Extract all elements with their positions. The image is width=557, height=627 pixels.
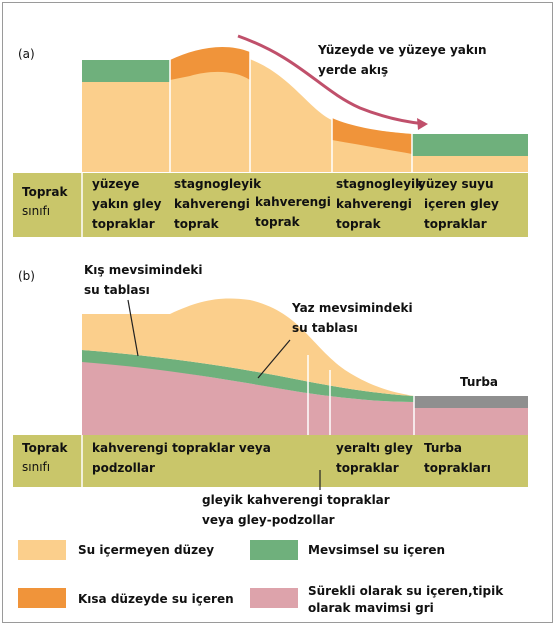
legend-permanent-line2: olarak mavimsi gri [308, 601, 434, 616]
summer-table-line1: Yaz mevsimindeki [292, 300, 413, 317]
soil-a1-line2: yakın gley [92, 196, 161, 213]
soil-a5-line2: içeren gley [424, 196, 499, 213]
legend-seasonal-label: Mevsimsel su içeren [308, 543, 445, 558]
soil-b2-line1: yeraltı gley [336, 440, 413, 457]
soil-b1-line2: podzollar [92, 460, 155, 477]
soil-a5-line3: topraklar [424, 216, 487, 233]
soil-b3-line2: toprakları [424, 460, 491, 477]
flow-label-line1: Yüzeyde ve yüzeye yakın [318, 42, 487, 59]
soil-a5-line1: yüzey suyu [418, 176, 494, 193]
panel-a-class-header-2: sınıfı [22, 203, 50, 220]
soil-a1-line3: topraklar [92, 216, 155, 233]
soil-b2-line2: topraklar [336, 460, 399, 477]
winter-table-line1: Kış mevsimindeki [84, 262, 202, 279]
gley-brown-line2: veya gley-podzollar [202, 512, 335, 529]
legend-swatch-short [18, 588, 66, 608]
soil-a2-line1: stagnogleyik [174, 176, 261, 193]
legend-swatch-permanent [250, 588, 298, 608]
legend-swatch-dry [18, 540, 66, 560]
soil-b3-line1: Turba [424, 440, 462, 457]
panel-a-class-header-1: Toprak [22, 184, 67, 201]
soil-a4-line1: stagnogleyik [336, 176, 423, 193]
panel-a-seasonal-right [412, 134, 528, 156]
legend-short-label: Kısa düzeyde su içeren [78, 592, 234, 607]
soil-a1-line1: yüzeye [92, 176, 139, 193]
soil-a3-line1: kahverengi [255, 194, 331, 211]
panel-b-peat [414, 396, 528, 408]
soil-a4-line3: toprak [336, 216, 381, 233]
soil-a3-line2: toprak [255, 214, 300, 231]
summer-table-line2: su tablası [292, 320, 358, 337]
panel-a-seasonal-left [82, 60, 170, 82]
panel-b-letter: (b) [18, 268, 35, 285]
panel-b-class-header-2: sınıfı [22, 459, 50, 476]
flow-label-line2: yerde akış [318, 62, 388, 79]
soil-a2-line3: toprak [174, 216, 219, 233]
legend-permanent-line1: Sürekli olarak su içeren,tipik [308, 584, 503, 599]
gley-brown-line1: gleyik kahverengi topraklar [202, 492, 390, 509]
soil-b1-line1: kahverengi topraklar veya [92, 440, 271, 457]
peat-label: Turba [460, 374, 498, 391]
flow-arrow-head [417, 118, 428, 130]
panel-b-class-header-1: Toprak [22, 440, 67, 457]
legend-dry-label: Su içermeyen düzey [78, 543, 214, 558]
soil-a4-line2: kahverengi [336, 196, 412, 213]
winter-table-line2: su tablası [84, 282, 150, 299]
panel-a-letter: (a) [18, 46, 35, 63]
soil-a2-line2: kahverengi [174, 196, 250, 213]
legend-swatch-seasonal [250, 540, 298, 560]
